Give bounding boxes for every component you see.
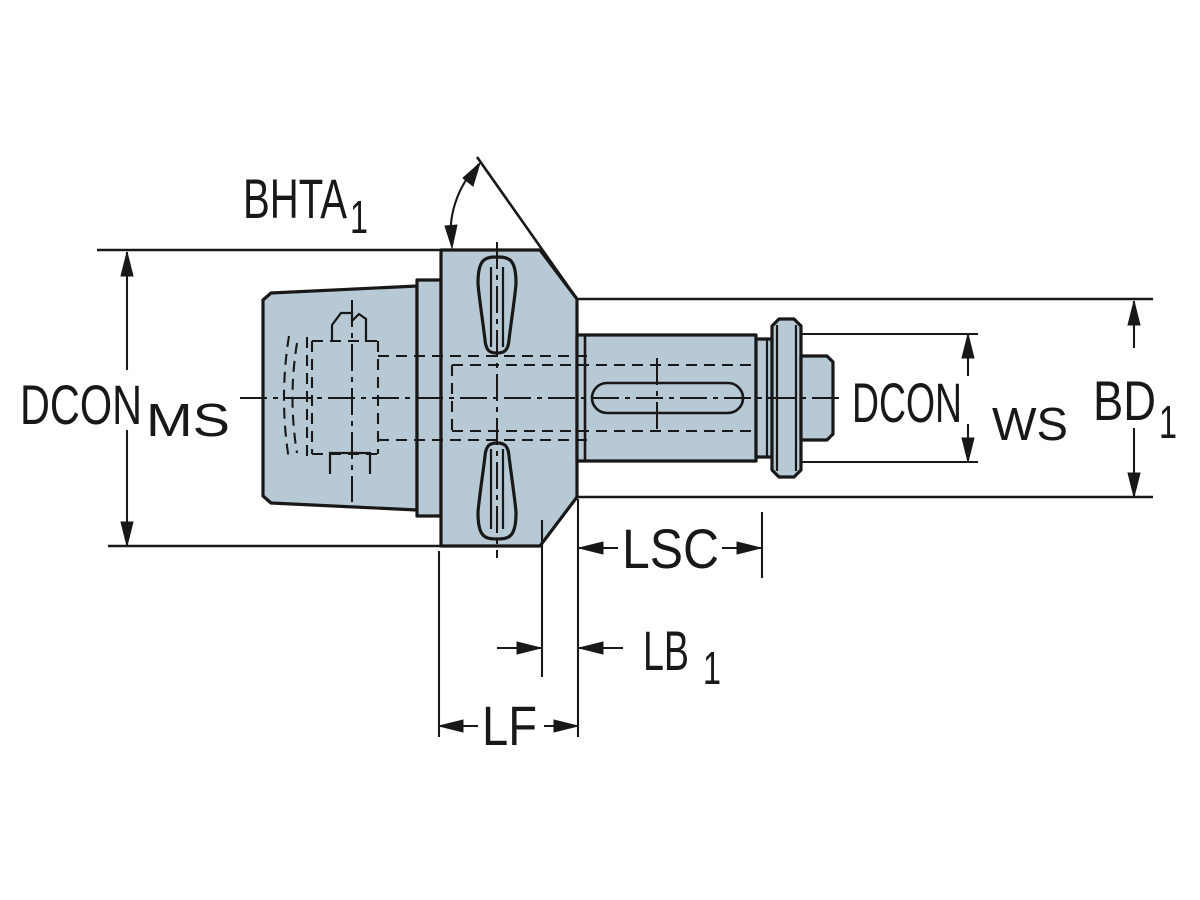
label-bd1-subscript: 1: [1159, 396, 1177, 448]
arrowhead-right: [553, 719, 579, 733]
arrowhead-left: [578, 541, 604, 555]
label-dcon-ms-subscript: MS: [146, 394, 230, 446]
label-bhta1: BHTA: [243, 167, 347, 230]
arrowhead-down: [961, 437, 975, 463]
arrowhead-down: [1127, 472, 1141, 498]
label-bd1: BD: [1093, 369, 1156, 432]
arrowhead-right: [736, 541, 762, 555]
dim-dcon-ms: [97, 248, 445, 548]
dim-lsc: [576, 499, 764, 737]
arrowhead-arc-upper: [462, 161, 481, 187]
arrowhead-arc-lower: [444, 224, 458, 250]
dim-lb1: [497, 520, 623, 677]
arrowhead-down: [120, 521, 134, 547]
label-lb1-subscript: 1: [703, 642, 721, 694]
dim-lf: [437, 551, 579, 737]
arrowhead-up: [1127, 300, 1141, 326]
arrowhead-pointing-left: [578, 641, 604, 655]
dim-bd1: [578, 297, 1153, 499]
label-dcon-ws-subscript: WS: [992, 398, 1068, 450]
label-lf: LF: [482, 694, 537, 757]
arrowhead-up: [961, 333, 975, 359]
drawing-root: BHTA 1 DCON MS DCON WS BD 1 LSC LB 1 LF: [20, 156, 1177, 757]
label-lsc: LSC: [622, 517, 719, 580]
label-lb1: LB: [643, 619, 689, 682]
dim-dcon-ws: [801, 332, 978, 464]
dimension-annotations: BHTA 1 DCON MS DCON WS BD 1 LSC LB 1 LF: [20, 156, 1177, 757]
arrowhead-left: [438, 719, 464, 733]
angle-reference-line: [475, 156, 579, 300]
label-bhta1-subscript: 1: [350, 191, 368, 243]
label-dcon-ws: DCON: [852, 371, 962, 434]
arrowhead-pointing-right: [516, 641, 542, 655]
arrowhead-up: [120, 251, 134, 277]
dimension-labels: BHTA 1 DCON MS DCON WS BD 1 LSC LB 1 LF: [20, 167, 1177, 757]
dim-bhta1: [444, 156, 579, 300]
centerlines: [240, 242, 845, 558]
label-dcon-ms: DCON: [20, 373, 142, 436]
